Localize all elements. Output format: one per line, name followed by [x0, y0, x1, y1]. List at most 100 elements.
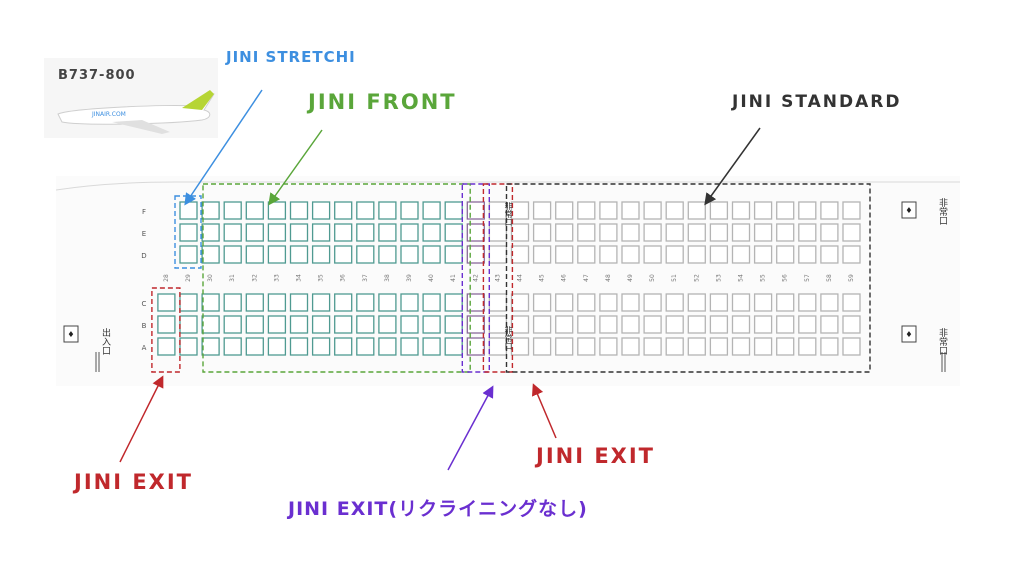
zone-box-standard: [505, 183, 871, 373]
seat-51C: [665, 293, 684, 312]
seat-34D: [289, 245, 309, 264]
seat-30D: [201, 245, 220, 264]
row-number-30: 30: [207, 274, 214, 282]
row-number-46: 46: [561, 274, 568, 282]
seat-52B: [687, 315, 706, 334]
seat-51B: [665, 315, 684, 334]
fuselage-outline: [55, 181, 960, 191]
seat-58E: [820, 223, 839, 242]
row-number-49: 49: [627, 274, 634, 282]
arrow-front: [268, 129, 323, 206]
seat-54D: [731, 245, 751, 264]
seat-55F: [753, 201, 773, 220]
seat-58B: [820, 315, 839, 334]
row-number-47: 47: [583, 274, 590, 282]
seat-29A: [179, 337, 198, 356]
seat-30C: [201, 293, 220, 312]
row-number-50: 50: [649, 274, 656, 282]
seat-45F: [532, 201, 552, 220]
seat-45E: [532, 223, 552, 242]
livery-text: JINAIR.COM: [91, 111, 126, 118]
seat-32C: [245, 293, 264, 312]
seat-57A: [798, 337, 817, 356]
seat-56B: [776, 315, 795, 334]
seat-letter-C: C: [142, 300, 147, 308]
seat-letter-D: D: [141, 252, 146, 260]
seat-41C: [444, 293, 463, 312]
seat-letter-F: F: [142, 208, 146, 216]
seat-44E: [510, 223, 530, 242]
seat-30F: [201, 201, 220, 220]
seat-42D: [466, 245, 485, 264]
row-number-32: 32: [251, 274, 258, 282]
seat-54B: [731, 315, 751, 334]
seat-39D: [400, 245, 419, 264]
seat-59D: [842, 245, 861, 264]
row-number-38: 38: [384, 274, 391, 282]
seat-36B: [334, 315, 353, 334]
lavatory-glyph-3: ♦: [905, 330, 912, 339]
seat-35B: [311, 315, 331, 334]
row-number-28: 28: [163, 274, 170, 282]
seat-55C: [753, 293, 773, 312]
seat-51E: [665, 223, 684, 242]
seat-55B: [753, 315, 773, 334]
seat-52D: [687, 245, 706, 264]
seat-32A: [245, 337, 264, 356]
row-number-58: 58: [826, 274, 833, 282]
seat-30E: [201, 223, 220, 242]
seat-57C: [798, 293, 817, 312]
seat-letter-B: B: [142, 322, 147, 330]
seat-48B: [599, 315, 618, 334]
seat-38B: [378, 315, 397, 334]
row-number-34: 34: [296, 274, 303, 282]
seat-35A: [311, 337, 331, 356]
seat-52E: [687, 223, 706, 242]
seat-56D: [776, 245, 795, 264]
seat-34F: [289, 201, 309, 220]
seat-58C: [820, 293, 839, 312]
seat-46F: [555, 201, 574, 220]
row-number-43: 43: [494, 274, 501, 282]
seat-30B: [201, 315, 220, 334]
seat-49E: [621, 223, 640, 242]
seat-35C: [311, 293, 331, 312]
seat-48A: [599, 337, 618, 356]
seat-44A: [510, 337, 530, 356]
row-number-42: 42: [472, 274, 479, 282]
seat-49A: [621, 337, 640, 356]
seat-44D: [510, 245, 530, 264]
seat-49D: [621, 245, 640, 264]
seat-47B: [577, 315, 596, 334]
seat-57F: [798, 201, 817, 220]
seat-47E: [577, 223, 596, 242]
seat-37C: [356, 293, 375, 312]
seat-46C: [555, 293, 574, 312]
arrow-standard: [704, 127, 761, 206]
seat-40F: [422, 201, 441, 220]
seat-50D: [643, 245, 662, 264]
seat-48C: [599, 293, 618, 312]
row-number-45: 45: [539, 274, 546, 282]
arrow-stretchi: [184, 89, 263, 206]
seat-44F: [510, 201, 530, 220]
arrow-exit-norecline: [447, 385, 494, 471]
seat-31A: [223, 337, 242, 356]
zone-box-exit-row43: [482, 183, 514, 373]
seat-33C: [267, 293, 287, 312]
label-jini-front: JINI FRONT: [308, 90, 457, 114]
seat-45A: [532, 337, 552, 356]
seat-39F: [400, 201, 419, 220]
seat-38D: [378, 245, 397, 264]
seat-58D: [820, 245, 839, 264]
row-number-53: 53: [715, 274, 722, 282]
seat-56F: [776, 201, 795, 220]
seat-57B: [798, 315, 817, 334]
row-number-41: 41: [450, 274, 457, 282]
zone-box-exit-row42: [461, 183, 490, 373]
seat-36C: [334, 293, 353, 312]
seat-53F: [709, 201, 729, 220]
seat-54C: [731, 293, 751, 312]
wing-exit-label-lower: 非常口: [504, 326, 513, 350]
